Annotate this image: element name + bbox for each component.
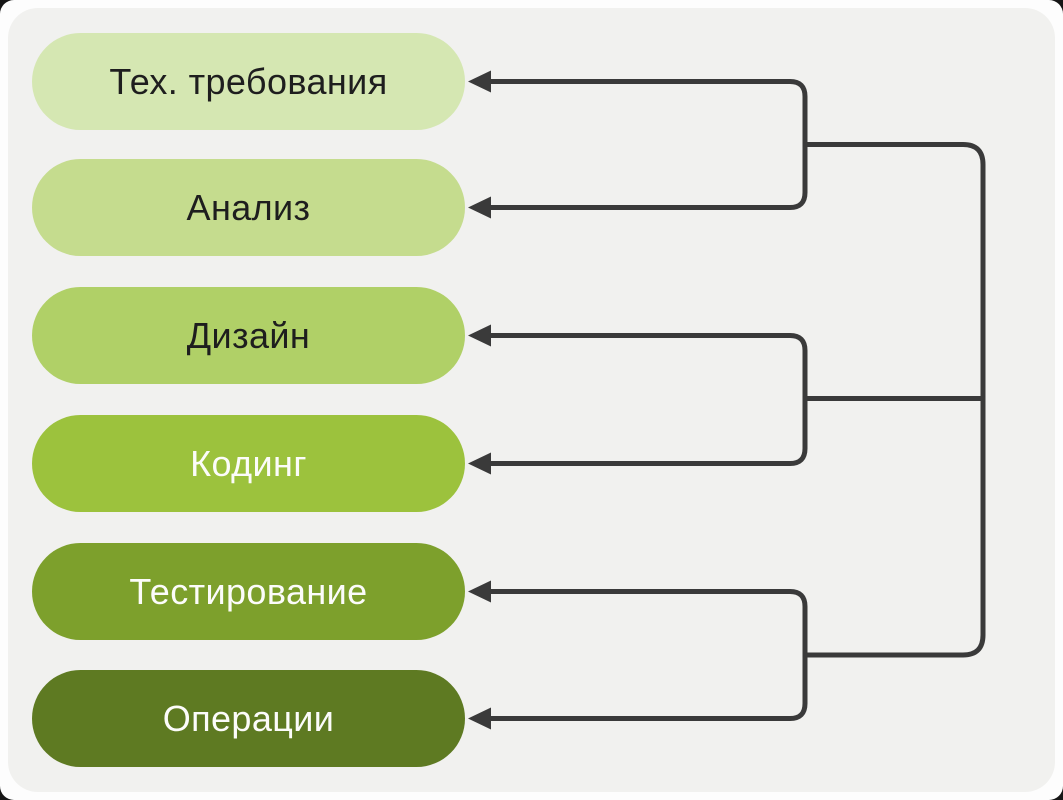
node-label-analysis: Анализ bbox=[186, 186, 311, 228]
node-tech-requirements[interactable]: Тех. требования bbox=[32, 33, 465, 130]
node-label-design: Дизайн bbox=[186, 314, 311, 356]
node-analysis[interactable]: Анализ bbox=[32, 159, 465, 256]
node-label-coding: Кодинг bbox=[190, 442, 307, 484]
node-operations[interactable]: Операции bbox=[32, 670, 465, 767]
node-testing[interactable]: Тестирование bbox=[32, 543, 465, 640]
node-label-tech-requirements: Тех. требования bbox=[109, 60, 388, 102]
node-coding[interactable]: Кодинг bbox=[32, 415, 465, 512]
node-label-testing: Тестирование bbox=[129, 570, 368, 612]
node-label-operations: Операции bbox=[162, 697, 335, 739]
node-design[interactable]: Дизайн bbox=[32, 287, 465, 384]
